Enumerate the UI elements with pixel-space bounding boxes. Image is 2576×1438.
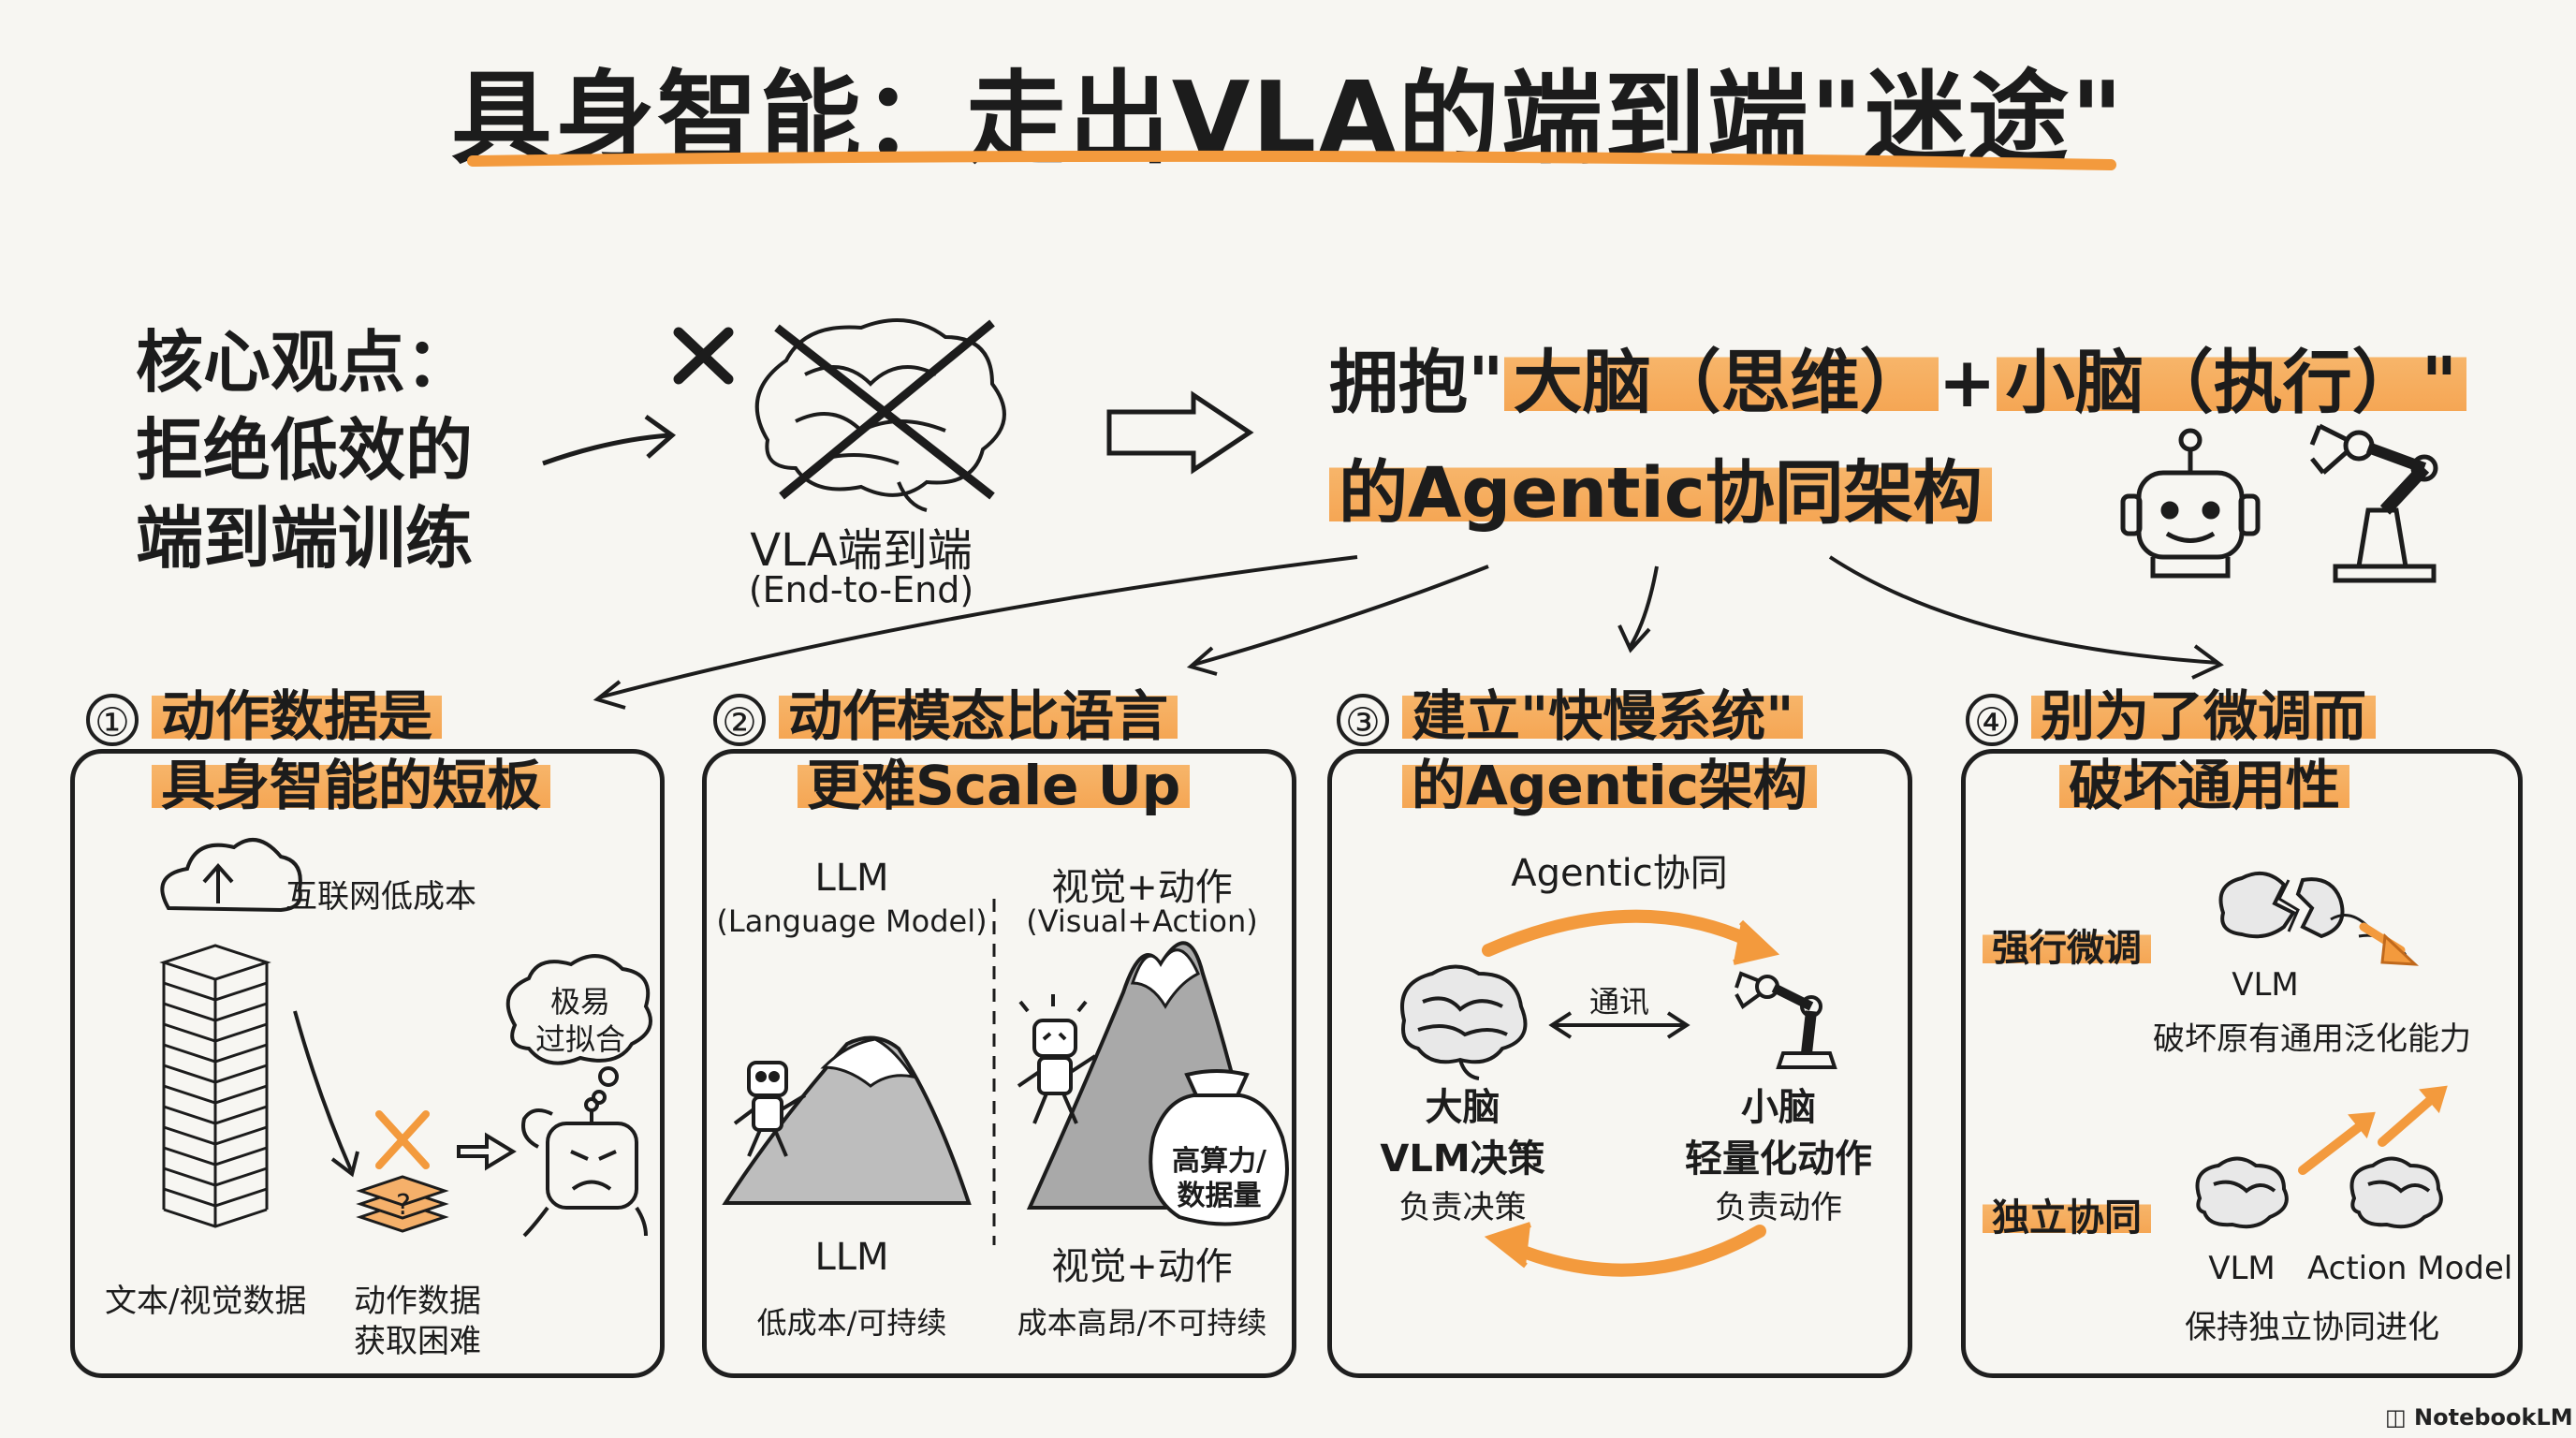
agentic-line-2: 的Agentic协同架构 [1329,438,2466,549]
highlight-cerebellum: 小脑（执行）" [1996,343,2467,423]
core-line-3: 端到端训练 [136,499,474,578]
cycle-arrow-top [1482,909,1766,957]
brain-action-icon [2349,1156,2443,1229]
bag-label-2: 数据量 [1177,1180,1262,1212]
force-finetune-tag: 强行微调 [1983,917,2151,972]
drop-arrow [293,1010,353,1171]
small-stack-icon [356,1175,449,1233]
cloud-label: 互联网低成本 [285,878,476,916]
cerebellum-sub: 轻量化动作 [1685,1137,1872,1181]
text-visual-data-label: 文本/视觉数据 [105,1283,307,1320]
brain-crossed-icon [754,318,1006,512]
vlm-label-2: VLM [2208,1250,2276,1287]
robot-stressed-icon [521,1097,648,1238]
bubble-label-2: 过拟合 [534,1021,625,1057]
robot-arm-small-icon [1734,971,1837,1069]
notebooklm-icon: ◫ [2385,1404,2407,1431]
action-data-hard-label: 获取困难 [354,1323,481,1360]
small-hollow-arrow [457,1132,517,1171]
money-bag-icon [1149,1069,1289,1226]
number-badge: ② [713,693,766,746]
robot-arm-icon [2309,423,2438,583]
number-badge: ① [86,693,139,746]
branch-arrows [593,555,2224,710]
panel-4 [1961,749,2523,1378]
vlm-label-1: VLM [2232,966,2299,1004]
visual-action-sublabel: (Visual+Action) [1026,903,1258,939]
comm-label: 通讯 [1588,984,1649,1020]
core-line-2: 拒绝低效的 [136,411,474,490]
highlight-brain: 大脑（思维） [1503,343,1939,423]
cerebellum-title: 小脑 [1741,1086,1816,1129]
independent-collab-tag: 独立协同 [1983,1187,2151,1241]
brain-sub-2: 负责决策 [1398,1189,1527,1226]
question-mark: ? [396,1189,411,1222]
core-line-1: 核心观点： [136,323,474,402]
agentic-heading: 拥抱"大脑（思维）+小脑（执行）" 的Agentic协同架构 [1329,328,2467,549]
bubble-label-1: 极易 [549,984,610,1020]
brain-icon [1400,964,1528,1080]
thought-bubble [505,954,652,1105]
cycle-arrow-bottom [1500,1225,1766,1277]
llm-sublabel: (Language Model) [716,903,988,939]
number-badge: ④ [1966,693,2018,746]
action-model-label: Action Model [2307,1250,2513,1287]
cerebellum-sub-2: 负责动作 [1715,1189,1842,1226]
robot-climber-small-icon [733,1061,807,1157]
robot-head-icon [2120,428,2261,579]
brain-vlm-icon [2195,1156,2289,1229]
bottom-va-label: 视觉+动作 [1051,1245,1233,1288]
number-badge: ③ [1337,693,1389,746]
action-data-label: 动作数据 [354,1283,481,1320]
broken-brain-icon [2218,871,2345,939]
visual-action-label: 视觉+动作 [1051,866,1233,909]
agentic-line-1: 拥抱"大脑（思维）+小脑（执行）" [1329,328,2467,438]
vla-label: VLA端到端 [750,524,973,577]
title-underline [467,150,2116,170]
up-arrows-orange [2298,1085,2448,1175]
brain-sub: VLM决策 [1380,1137,1545,1181]
damage-label: 破坏原有通用泛化能力 [2153,1020,2471,1058]
hollow-arrow [1106,390,1254,475]
cloud-upload-icon [160,838,302,913]
panel-1 [70,749,665,1378]
comm-arrow [1548,1011,1690,1039]
cross-orange-icon [375,1110,430,1169]
arrow-core [542,433,670,466]
mountain-small-icon [722,1035,972,1205]
panel-3 [1327,749,1912,1378]
core-viewpoint: 核心观点： 拒绝低效的 端到端训练 [136,318,473,582]
x-mark-icon [673,327,734,385]
bottom-llm-sublabel: 低成本/可持续 [756,1305,947,1341]
keep-evolving-label: 保持独立协同进化 [2185,1309,2439,1346]
robot-climber-struggle-icon [1017,994,1097,1124]
llm-label: LLM [814,857,889,900]
agentic-collab-label: Agentic协同 [1511,852,1728,895]
panel-2 [702,749,1296,1378]
data-stack-icon [159,944,271,1228]
brain-title: 大脑 [1425,1086,1500,1129]
bottom-llm-label: LLM [814,1236,889,1279]
footer-brand: ◫ NotebookLM [2385,1404,2573,1431]
bag-label-1: 高算力/ [1172,1145,1266,1178]
vla-sublabel: (End-to-End) [748,569,974,610]
bottom-va-sublabel: 成本高昂/不可持续 [1017,1305,1267,1341]
